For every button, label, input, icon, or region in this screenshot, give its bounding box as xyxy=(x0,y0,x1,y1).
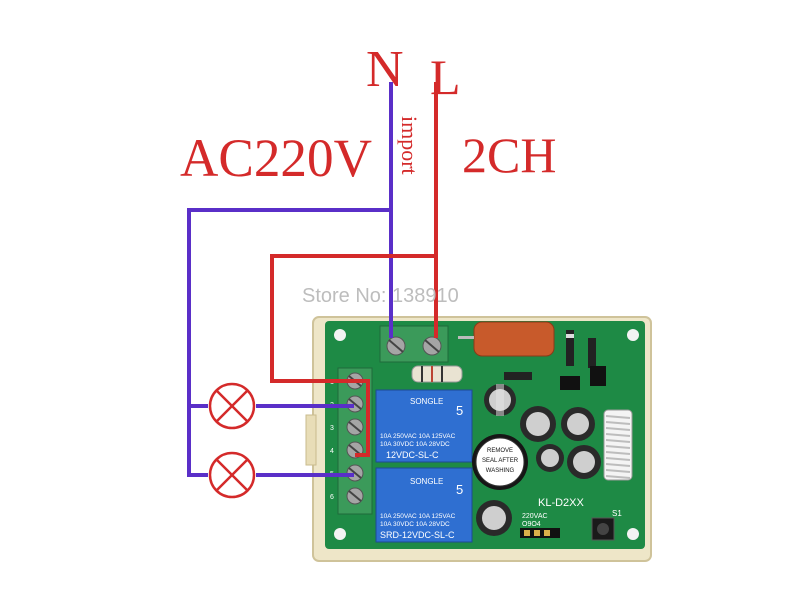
buzzer: REMOVE SEAL AFTER WASHING xyxy=(472,434,528,490)
diode xyxy=(588,338,596,368)
buzzer-text: SEAL AFTER xyxy=(482,458,519,464)
relay-number: 5 xyxy=(456,403,463,418)
coil-turn xyxy=(605,445,631,449)
relay-bottom: SONGLE 5 10A 250VAC 10A 125VAC 10A 30VDC… xyxy=(375,467,473,543)
mount-hole xyxy=(334,528,346,540)
lamp-1 xyxy=(208,382,256,430)
coil-turn xyxy=(605,469,631,473)
relay-model: SRD-12VDC-SL-C xyxy=(380,530,455,540)
live-wire xyxy=(270,82,438,457)
coil-turn xyxy=(605,433,631,437)
board-model: KL-D2XX xyxy=(538,497,585,509)
input-label: import xyxy=(397,116,422,175)
store-watermark: Store No: 138910 xyxy=(302,285,459,307)
relay-rating-2: 10A 30VDC 10A 28VDC xyxy=(380,521,450,528)
coil-turn xyxy=(605,451,631,455)
switch-label: S1 xyxy=(612,509,622,518)
terminal-screw-slot xyxy=(348,490,362,502)
coil-turn xyxy=(605,457,631,461)
coil-turn xyxy=(605,427,631,431)
neutral-label: N xyxy=(366,41,404,98)
relay-model: 12VDC-SL-C xyxy=(386,450,439,460)
channels-label: 2CH xyxy=(462,127,556,183)
coil-turn xyxy=(605,415,631,419)
terminal-screw-slot xyxy=(348,421,362,433)
buzzer-text: WASHING xyxy=(486,468,515,474)
rf-coil xyxy=(603,409,633,481)
relay-rating-1: 10A 250VAC 10A 125VAC xyxy=(380,433,456,440)
neutral-wire xyxy=(187,82,393,477)
housing-tab xyxy=(305,414,317,466)
coil-turn xyxy=(605,475,631,479)
mount-hole xyxy=(627,329,639,341)
output-terminal-block xyxy=(337,367,373,515)
ic-chip xyxy=(560,376,580,390)
terminal-screw-slot xyxy=(348,398,362,410)
terminal-number: 6 xyxy=(330,494,334,501)
relay-top: SONGLE 5 10A 250VAC 10A 125VAC 10A 30VDC… xyxy=(375,389,473,463)
lamp-2 xyxy=(208,451,256,499)
mount-hole xyxy=(627,528,639,540)
mount-hole xyxy=(334,329,346,341)
terminal-number: 3 xyxy=(330,425,334,432)
resistor xyxy=(411,365,463,383)
relay-rating-1: 10A 250VAC 10A 125VAC xyxy=(380,513,456,520)
relay-brand: SONGLE xyxy=(410,397,443,406)
ic-chip xyxy=(590,366,606,386)
x-capacitor xyxy=(473,321,555,357)
voltage-label: AC220V xyxy=(180,128,372,188)
relay-number: 5 xyxy=(456,482,463,497)
capacitors xyxy=(476,384,601,536)
relay-rating-2: 10A 30VDC 10A 28VDC xyxy=(380,441,450,448)
diode xyxy=(566,330,574,366)
input-terminal-block xyxy=(379,325,449,363)
terminal-number: 4 xyxy=(330,448,334,455)
live-label: L xyxy=(430,49,461,105)
diode xyxy=(504,372,532,380)
jumper-label: 220VAC xyxy=(522,513,548,520)
terminal-screw-slot xyxy=(348,467,362,479)
buzzer-text: REMOVE xyxy=(487,448,513,454)
relay-brand: SONGLE xyxy=(410,477,443,486)
coil-turn xyxy=(605,439,631,443)
coil-turn xyxy=(605,463,631,467)
jumper-label: O9O4 xyxy=(522,521,541,528)
coil-turn xyxy=(605,421,631,425)
